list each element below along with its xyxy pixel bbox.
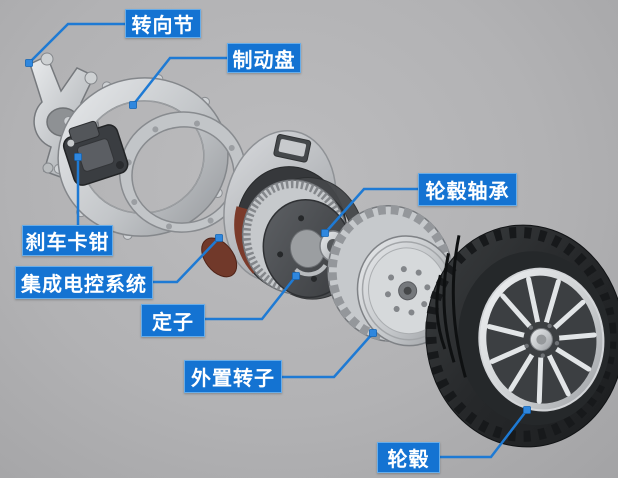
marker-dot-stator [292, 272, 300, 280]
leader-line-integrated-ecu [153, 237, 220, 284]
marker-dot-hub-bearing [321, 229, 329, 237]
leader-line-wheel-hub [440, 409, 528, 459]
marker-dot-steering-knuckle [25, 59, 33, 67]
leader-line-stator [205, 275, 297, 321]
marker-dot-integrated-ecu [215, 234, 223, 242]
callout-label-integrated-ecu: 集成电控系统 [15, 266, 153, 299]
tire-and-rim-part [425, 224, 618, 448]
marker-dot-brake-caliper [74, 153, 82, 161]
marker-dot-brake-disc [129, 101, 137, 109]
callout-label-external-rotor: 外置转子 [184, 360, 282, 393]
leader-line-brake-disc [132, 56, 227, 106]
callout-label-wheel-hub: 轮毂 [377, 442, 440, 473]
leader-line-steering-knuckle [28, 22, 125, 64]
marker-dot-external-rotor [369, 329, 377, 337]
callout-label-brake-caliper: 刹车卡钳 [22, 225, 113, 256]
leader-line-hub-bearing [324, 187, 418, 234]
callout-label-hub-bearing: 轮毂轴承 [418, 173, 517, 206]
marker-dot-wheel-hub [523, 406, 531, 414]
callout-label-stator: 定子 [141, 304, 205, 337]
callout-label-steering-knuckle: 转向节 [125, 9, 201, 38]
brake-caliper-part [62, 120, 129, 186]
leader-line-external-rotor [282, 332, 374, 379]
callout-label-brake-disc: 制动盘 [227, 43, 301, 73]
